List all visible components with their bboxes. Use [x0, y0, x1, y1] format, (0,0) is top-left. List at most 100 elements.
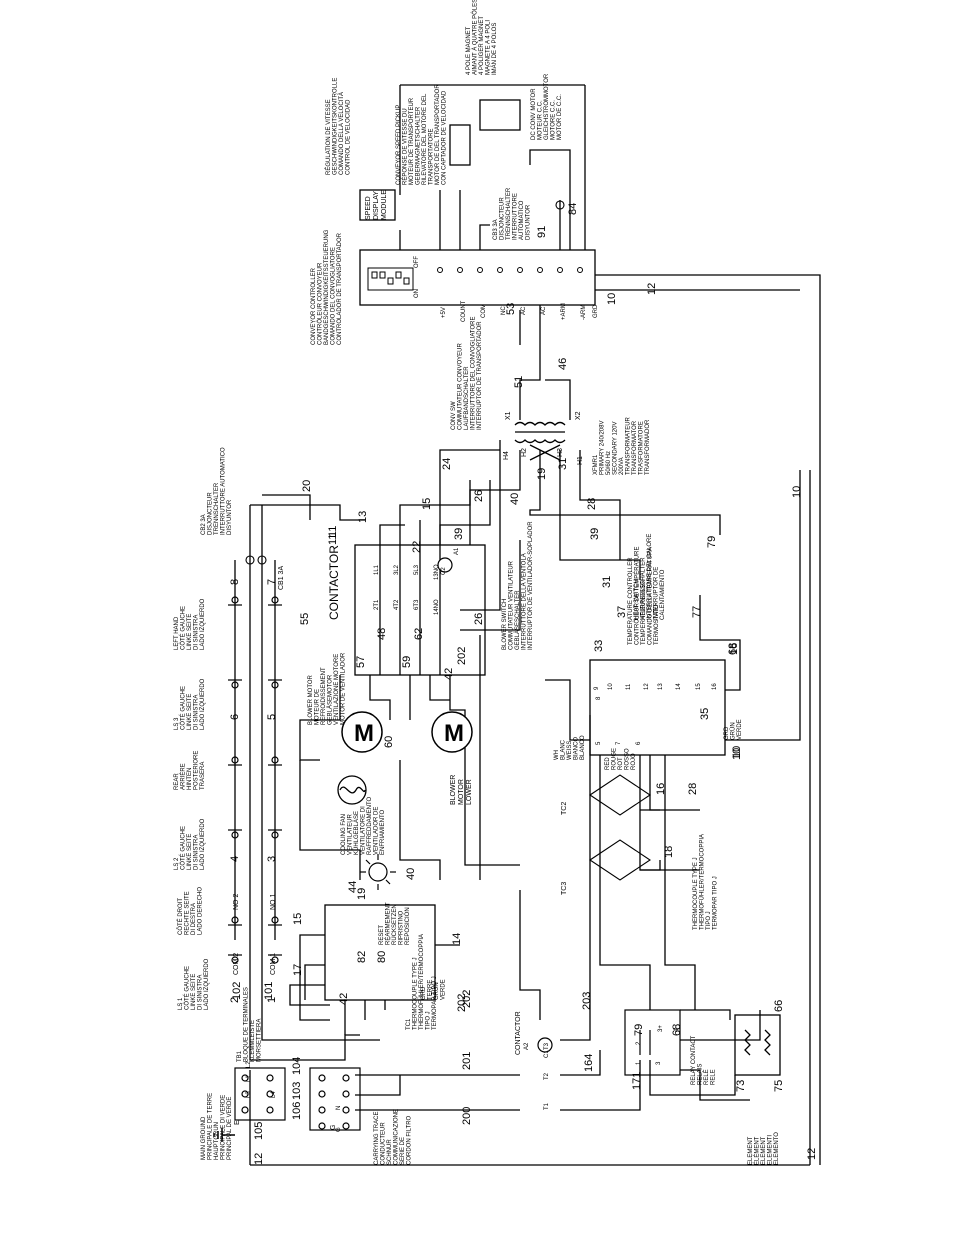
cooling-fan-icon — [337, 775, 367, 805]
labels-x1: X1 — [505, 411, 512, 420]
wires-w8: 201 — [461, 1052, 473, 1070]
wires-w45: 59 — [401, 656, 413, 668]
labels-c1: C1 — [544, 1050, 550, 1058]
wires-w74: 53 — [505, 303, 517, 315]
labels-relay: RELAY CONTACTRELAISRELÈRELE — [691, 1035, 717, 1085]
labels-p12: 12 — [644, 683, 650, 690]
wires-w25: 80 — [376, 951, 388, 963]
wires-w42: 57 — [355, 656, 367, 668]
wires-w26: 17 — [292, 964, 304, 976]
labels-l1: L1 — [246, 1075, 252, 1082]
labels-com1: COM 1 — [270, 953, 277, 975]
wires-w19: 12 — [806, 1148, 818, 1160]
labels-heat_switch: HEAT SWITCHHEIZUNGSSCHALTERINTERRUTTORE … — [634, 534, 666, 620]
labels-p9: 9 — [594, 686, 600, 690]
wires-w59: 19 — [536, 468, 548, 480]
wires-w79: 16 — [728, 643, 740, 655]
labels-n3: 3 — [656, 1061, 662, 1065]
labels-c_1l1: 1L1 — [374, 564, 380, 575]
labels-n4: 4 — [674, 1028, 680, 1032]
blower-motor-upper-icon — [341, 711, 383, 753]
wires-w76: 46 — [557, 358, 569, 370]
labels-conv_ctrl: CONVEYOR CONTROLLERCONTRÔLEUR CONVOYEURB… — [311, 229, 343, 345]
wires-w65: 37 — [616, 606, 628, 618]
wires-w64: 31 — [601, 576, 613, 588]
wires-w20: 10 — [606, 293, 618, 305]
labels-thermocouple: THERMOCOUPLE TYPE JTHERMOFÜHLER/TERMOCOP… — [693, 834, 719, 930]
labels-cooling_fan: COOLING FANVENTILATEURKÜHLGEBLÄSEVENTILA… — [341, 796, 386, 855]
wires-w41: 55 — [299, 613, 311, 625]
labels-a2: A2 — [524, 1042, 530, 1050]
wires-w53: 39 — [453, 528, 465, 540]
wires-w75: 51 — [513, 376, 525, 388]
wires-w60: 31 — [557, 458, 569, 470]
labels-c_13no: 13NO — [434, 564, 440, 580]
wires-w52: 22 — [411, 541, 423, 553]
labels-n2: 2 — [636, 1041, 642, 1045]
labels-x2: X2 — [575, 411, 582, 420]
labels-speed_reg: RÉGULATION DE VITESSEGESCHWINDIGKEITSKON… — [325, 78, 352, 175]
limit-switches — [228, 596, 282, 964]
labels-c_2t1: 2T1 — [374, 599, 380, 610]
labels-conv_sw: CONV SWCOMMUTATEUR CONVOYEURLAUFBANDSCHA… — [451, 317, 483, 430]
labels-on: ON — [414, 289, 420, 298]
wires-w66: 77 — [691, 606, 703, 618]
labels-red_colors: REDROUGEROTROSSOROJO — [605, 748, 637, 770]
labels-blower_switch: BLOWER SWITCHCOMMUTATEUR VENTILATEURGEBL… — [502, 521, 534, 650]
wires-w78: 84 — [567, 203, 579, 215]
wires-w37: 4 — [229, 856, 241, 862]
wiring-lines — [234, 84, 821, 1166]
labels-blower_lower: BLOWERMOTORLOWER — [450, 775, 473, 805]
labels-contactor: CONTACTOR — [327, 545, 341, 620]
wires-w39: 2 — [229, 997, 241, 1003]
wires-w9: 202 — [461, 990, 473, 1008]
thermocouple-icons — [589, 774, 651, 881]
labels-n: N — [336, 1106, 342, 1110]
wires-w34: 7 — [266, 579, 278, 585]
labels-ls1: LS 1CÔTÉ GAUCHELINKE SEITEDI SINISTRALAD… — [178, 958, 210, 1010]
wires-w55: 11 — [327, 526, 339, 537]
wires-w71: 18 — [663, 846, 675, 858]
labels-t5v: +5V — [441, 307, 447, 318]
wires-w2: 101 — [263, 982, 275, 1000]
labels-grd_terre: GRDTERREGRÜNVERDE — [421, 979, 447, 1000]
labels-p8: 8 — [596, 696, 602, 700]
labels-count: COUNT — [461, 300, 467, 322]
labels-n1: 1 — [636, 1061, 642, 1065]
wires-w11: 164 — [583, 1054, 595, 1072]
wires-w21: 10 — [791, 486, 803, 498]
labels-tc2: TC2 — [561, 802, 568, 815]
wires-w50: 13 — [357, 511, 369, 523]
labels-right_side: CÔTÉ DROITRECHTE SEITEDI DESTRALADO DERE… — [177, 887, 204, 935]
labels-temp_ctrl: TEMPERATURE CONTROLLERCONTRÔLEUR DE TEMP… — [628, 547, 660, 645]
wires-w57: 26 — [473, 490, 485, 502]
labels-pickup: CONVEYOR SPEED PICKUPRÉPONSE DE VITESSE … — [396, 84, 448, 185]
wires-w80: 11 — [327, 534, 339, 545]
wires-w38: 3 — [266, 856, 278, 862]
labels-arm_p: +ARM — [561, 303, 567, 320]
wires-w17: 66 — [773, 1000, 785, 1012]
labels-t3: T3 — [544, 1042, 550, 1050]
wires-w51: 15 — [421, 498, 433, 510]
labels-grd: GRD — [593, 304, 599, 318]
labels-arm_m: -ARM — [581, 305, 587, 320]
wires-w67: 79 — [706, 536, 718, 548]
blower-motor-lower-icon — [431, 711, 473, 753]
wires-w29: 44 — [347, 881, 359, 893]
wires-w16: 68 — [671, 1024, 683, 1036]
labels-dc_motor: DC CONV MOTORMOTEUR C.C.GLEICHSTROMMOTOR… — [531, 73, 563, 140]
wires-w70: 16 — [655, 783, 667, 795]
wires-w73: 10 — [731, 746, 743, 758]
labels-com2: COM 2 — [233, 953, 240, 975]
wires-w68: 68 — [727, 643, 739, 655]
labels-a1: A1 — [454, 547, 460, 555]
labels-p10: 10 — [608, 683, 614, 690]
labels-contactor_bottom: CONTACTOR — [515, 1011, 522, 1055]
circuit-breaker-icons — [245, 200, 565, 565]
wires-w46: 42 — [443, 668, 455, 680]
labels-cb1: CB1 3A — [278, 566, 285, 590]
labels-c_6t3: 6T3 — [414, 599, 420, 610]
wires-w63: 33 — [593, 640, 605, 652]
labels-c_5l3: 5L3 — [414, 564, 420, 575]
